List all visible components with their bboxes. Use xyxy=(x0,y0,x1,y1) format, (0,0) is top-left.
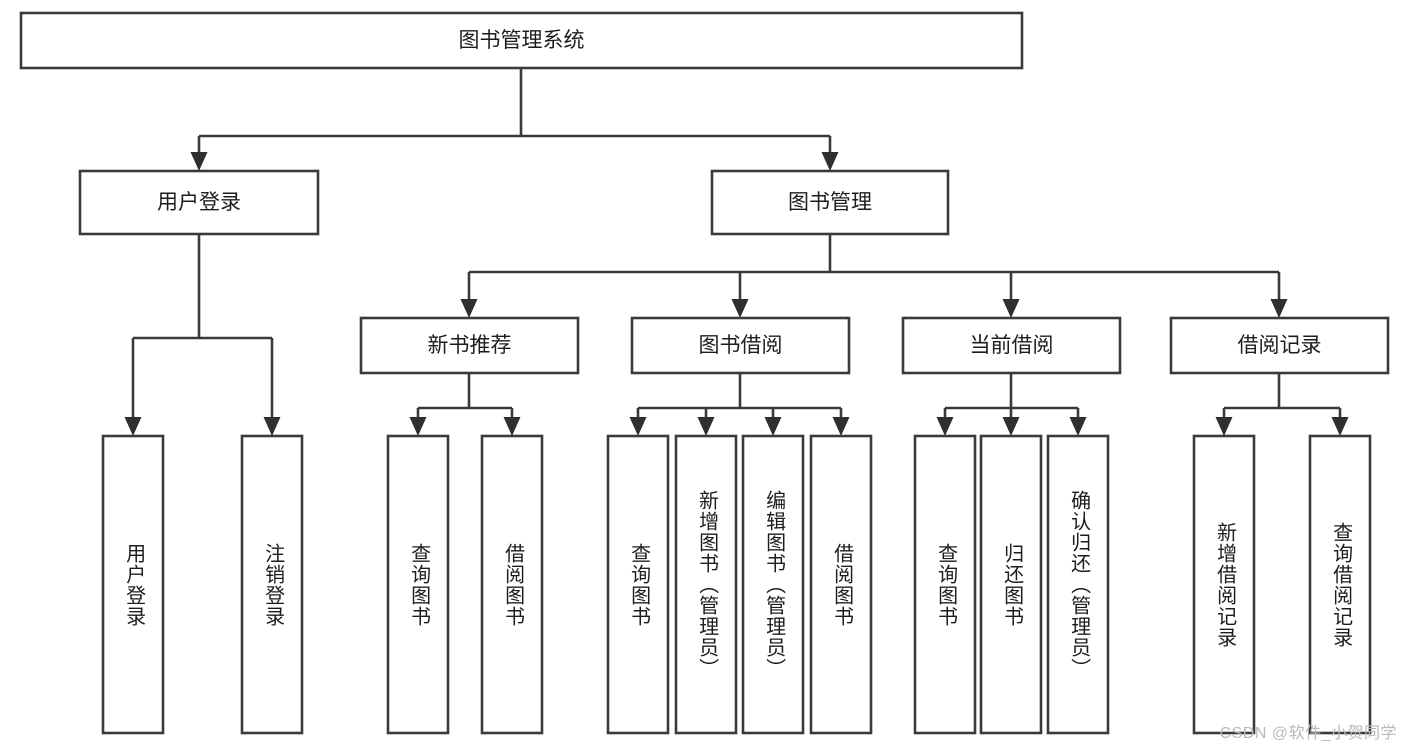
node-fn-rec-borrow[interactable] xyxy=(480,434,544,735)
arrow-head-icon xyxy=(1069,417,1087,436)
node-current-borrow[interactable]: 当前借阅 xyxy=(901,316,1122,375)
node-fn-rec-query[interactable] xyxy=(386,434,450,735)
node-label-borrow-record: 借阅记录 xyxy=(1238,334,1322,357)
arrow-head-icon xyxy=(731,299,749,318)
node-new-book-rec[interactable]: 新书推荐 xyxy=(359,316,580,375)
node-label-user-login: 用户登录 xyxy=(157,191,241,214)
arrow-head-icon xyxy=(697,417,715,436)
arrow-head-icon xyxy=(832,417,850,436)
node-box-fn-cb-confirm[interactable] xyxy=(1046,434,1110,735)
node-box-fn-user-login[interactable] xyxy=(101,434,165,735)
arrow-head-icon xyxy=(263,417,281,436)
node-label-root: 图书管理系统 xyxy=(459,29,585,52)
arrow-head-icon xyxy=(503,417,521,436)
node-borrow-record[interactable]: 借阅记录 xyxy=(1169,316,1390,375)
edge-group-new-book-rec xyxy=(409,373,521,436)
arrow-head-icon xyxy=(629,417,647,436)
edge-group-current-borrow xyxy=(936,373,1087,436)
arrow-head-icon xyxy=(764,417,782,436)
edge-group-root xyxy=(190,68,839,171)
node-box-fn-rec-query[interactable] xyxy=(386,434,450,735)
node-fn-cb-query[interactable] xyxy=(913,434,977,735)
node-box-fn-bb-add[interactable] xyxy=(674,434,738,735)
arrow-head-icon xyxy=(936,417,954,436)
node-fn-br-add[interactable] xyxy=(1192,434,1256,735)
arrow-head-icon xyxy=(1270,299,1288,318)
node-box-fn-logout[interactable] xyxy=(240,434,304,735)
arrow-head-icon xyxy=(1331,417,1349,436)
node-fn-bb-borrow[interactable] xyxy=(809,434,873,735)
node-label-book-manage: 图书管理 xyxy=(788,191,872,214)
edge-layer xyxy=(124,68,1349,436)
arrow-head-icon xyxy=(460,299,478,318)
arrow-head-icon xyxy=(1002,299,1020,318)
watermark-text: CSDN @软件_小贺同学 xyxy=(1219,725,1397,742)
edge-group-user-login xyxy=(124,234,281,436)
node-box-fn-cb-query[interactable] xyxy=(913,434,977,735)
node-fn-user-login[interactable] xyxy=(101,434,165,735)
node-box-current-borrow[interactable] xyxy=(901,316,1122,375)
node-fn-cb-confirm[interactable] xyxy=(1046,434,1110,735)
node-label-new-book-rec: 新书推荐 xyxy=(428,334,512,357)
node-fn-bb-add[interactable] xyxy=(674,434,738,735)
node-fn-cb-return[interactable] xyxy=(979,434,1043,735)
node-fn-bb-query[interactable] xyxy=(606,434,670,735)
node-box-fn-br-add[interactable] xyxy=(1192,434,1256,735)
node-box-fn-br-query[interactable] xyxy=(1308,434,1372,735)
arrow-head-icon xyxy=(1002,417,1020,436)
node-fn-bb-edit[interactable] xyxy=(741,434,805,735)
node-box-root[interactable] xyxy=(19,11,1024,70)
node-box-fn-cb-return[interactable] xyxy=(979,434,1043,735)
arrow-head-icon xyxy=(124,417,142,436)
node-label-book-borrow: 图书借阅 xyxy=(699,334,783,357)
node-box-user-login[interactable] xyxy=(78,169,320,236)
node-box-book-borrow[interactable] xyxy=(630,316,851,375)
node-fn-br-query[interactable] xyxy=(1308,434,1372,735)
edge-group-borrow-record xyxy=(1215,373,1349,436)
edge-group-book-borrow xyxy=(629,373,850,436)
node-fn-logout[interactable] xyxy=(240,434,304,735)
node-box-fn-bb-query[interactable] xyxy=(606,434,670,735)
node-box-new-book-rec[interactable] xyxy=(359,316,580,375)
node-box-book-manage[interactable] xyxy=(710,169,950,236)
node-book-manage[interactable]: 图书管理 xyxy=(710,169,950,236)
arrow-head-icon xyxy=(1215,417,1233,436)
arrow-head-icon xyxy=(190,152,208,171)
node-root[interactable]: 图书管理系统 xyxy=(19,11,1024,70)
node-box-borrow-record[interactable] xyxy=(1169,316,1390,375)
node-user-login[interactable]: 用户登录 xyxy=(78,169,320,236)
node-box-fn-bb-edit[interactable] xyxy=(741,434,805,735)
node-box-fn-bb-borrow[interactable] xyxy=(809,434,873,735)
edge-group-book-manage xyxy=(460,234,1288,318)
node-box-fn-rec-borrow[interactable] xyxy=(480,434,544,735)
arrow-head-icon xyxy=(821,152,839,171)
arrow-head-icon xyxy=(409,417,427,436)
node-label-current-borrow: 当前借阅 xyxy=(970,334,1054,357)
node-book-borrow[interactable]: 图书借阅 xyxy=(630,316,851,375)
